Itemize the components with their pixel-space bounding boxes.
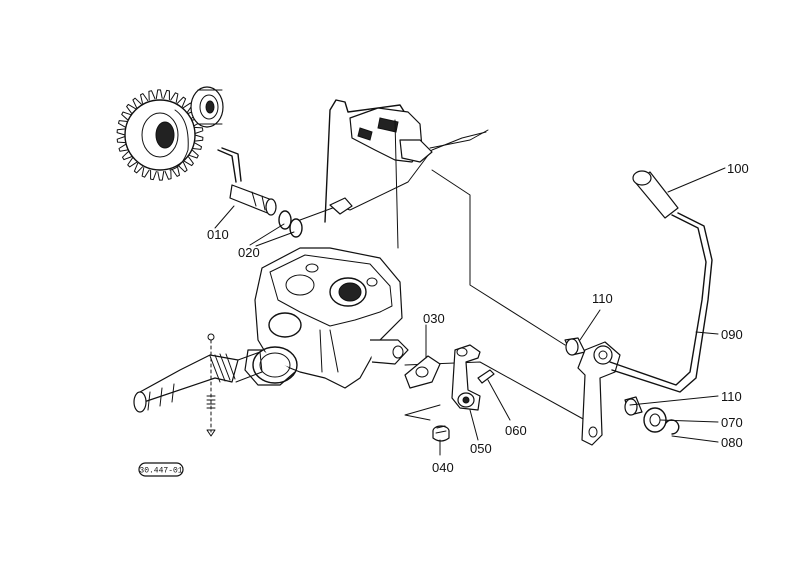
- gasket-030: [404, 355, 441, 389]
- label-030: 030: [423, 311, 445, 326]
- shift-shaft-010: [217, 147, 277, 216]
- label-110-lower: 110: [721, 389, 742, 404]
- pin-060: [477, 369, 495, 384]
- label-040: 040: [432, 460, 454, 475]
- callout-lines: [214, 167, 726, 456]
- label-060: 060: [505, 423, 527, 438]
- center-mark: [206, 333, 216, 437]
- lever-rod-090: [609, 212, 713, 393]
- shift-fork-assembly: [299, 99, 489, 223]
- label-080: 080: [721, 435, 743, 450]
- label-090: 090: [721, 327, 743, 342]
- lever-050: [451, 344, 481, 411]
- label-100: 100: [727, 161, 749, 176]
- bracket-plate: [577, 341, 621, 446]
- bushing-110-lower: [624, 396, 643, 416]
- bolt-040: [432, 425, 450, 442]
- label-020: 020: [238, 245, 260, 260]
- label-110-upper: 110: [592, 291, 613, 306]
- spline-shaft: [133, 351, 263, 413]
- drawing-code-badge: 30.447-01: [138, 462, 184, 477]
- o-rings-020: [278, 210, 303, 238]
- label-070: 070: [721, 415, 743, 430]
- knob-100: [632, 170, 679, 219]
- bushing-110-upper: [564, 337, 586, 356]
- bearing: [190, 86, 224, 128]
- drawing-code: 30.447-01: [139, 467, 182, 476]
- gear-housing: [244, 119, 409, 389]
- label-050: 050: [470, 441, 492, 456]
- label-010: 010: [207, 227, 229, 242]
- clip-080: [665, 419, 680, 435]
- gear: [116, 89, 204, 181]
